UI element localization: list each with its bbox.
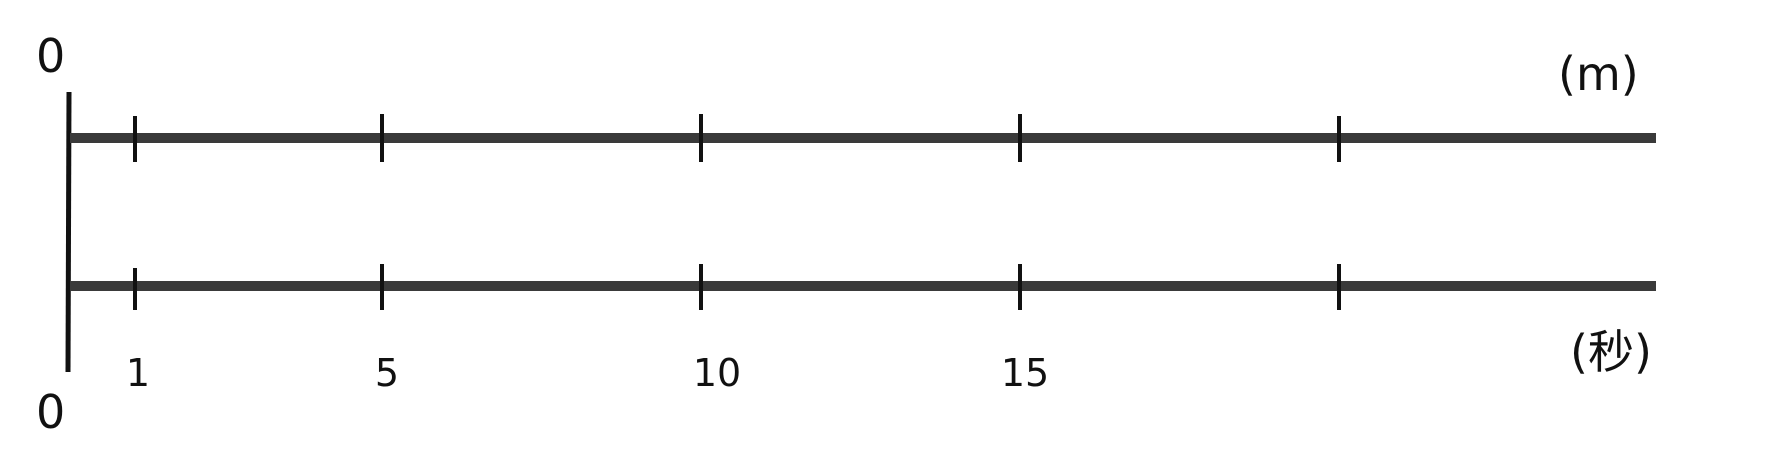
time-unit-label: (秒) — [1570, 325, 1652, 379]
time-tick-labels: 1 5 10 15 — [126, 351, 1049, 395]
time-tick-label: 5 — [375, 351, 399, 395]
origin-vertical-line — [65, 91, 72, 373]
time-tick-label: 1 — [126, 351, 150, 395]
time-tick-label: 15 — [1001, 351, 1049, 395]
time-ticks — [133, 264, 1341, 310]
top-origin-label: 0 — [36, 29, 65, 83]
bottom-origin-label: 0 — [36, 385, 65, 439]
distance-ticks — [133, 114, 1341, 162]
time-tick-label: 10 — [693, 351, 741, 395]
distance-unit-label: (m) — [1558, 47, 1639, 101]
